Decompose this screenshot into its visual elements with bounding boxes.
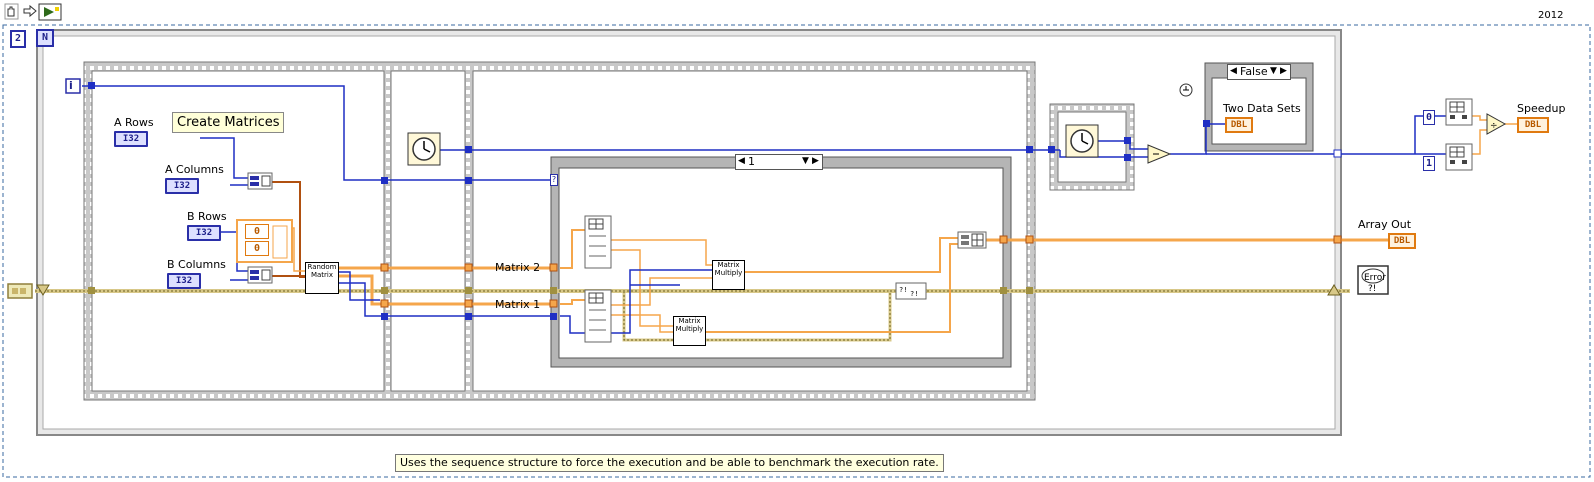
case-selector-false[interactable]: ◀ False ▼ ▶ [1227,64,1291,80]
index0-constant[interactable]: 0 [1423,110,1435,125]
index-array-icon-2[interactable] [1445,143,1473,171]
matrix2-label: Matrix 2 [495,261,541,274]
loop-count-constant[interactable]: 2 [10,30,26,48]
svg-text:Error: Error [1364,273,1386,283]
b-rows-control[interactable]: I32 [187,225,221,241]
index-array-icon-1[interactable] [1445,98,1473,126]
index-array-icon-3[interactable] [584,215,612,269]
tick-count-icon-2[interactable] [1065,124,1099,158]
b-columns-label: B Columns [167,258,226,271]
merge-errors-icon[interactable]: ?! ?! [895,282,927,300]
speedup-label: Speedup [1517,102,1566,115]
array-out-label: Array Out [1358,218,1412,231]
two-data-sets-label: Two Data Sets [1223,102,1301,115]
matrix-multiply-subvi-1[interactable]: Matrix Multiply [712,260,745,290]
run-highlight-icon[interactable] [38,3,62,21]
error-indicator-icon[interactable]: Error ?! [1357,265,1389,295]
matrix1-label: Matrix 1 [495,298,541,311]
case-next-icon[interactable]: ▶ [812,156,819,166]
case-selector-1[interactable]: ◀ 1 ▼ ▶ [735,154,823,170]
index-array-icon-4[interactable] [584,289,612,343]
iteration-label: i [69,79,73,92]
case-structure-inner [558,167,1004,359]
matrix-multiply-subvi-2[interactable]: Matrix Multiply [673,316,706,346]
chevron-down-icon[interactable]: ▼ [1270,66,1277,76]
case-false-prev-icon[interactable]: ◀ [1230,66,1237,76]
array-const-bottom[interactable]: 0 [245,241,269,256]
b-columns-control[interactable]: I32 [167,273,201,289]
matrix1-wire [337,274,555,306]
shift-register-left [36,284,50,296]
footer-note: Uses the sequence structure to force the… [395,454,944,472]
array-out-indicator[interactable]: DBL [1388,233,1416,249]
case-selector-value: 1 [748,155,755,168]
iteration-wire [82,85,555,181]
iteration-terminal [65,78,81,94]
svg-text:?!: ?! [899,286,907,294]
case-false-inner [1211,77,1307,145]
case-selector-terminal[interactable]: ? [550,174,558,186]
build-array-dims-b[interactable] [247,266,273,284]
svg-text:?!: ?! [1368,284,1376,294]
tunnels [88,82,1342,320]
elapsed-wire [1170,123,1225,155]
build-array-dims-a[interactable] [247,172,273,190]
diagram-border [2,24,1591,478]
speedup-indicator[interactable]: DBL [1517,117,1549,133]
random-matrix-subvi[interactable]: Random Matrix [305,262,339,294]
hand-icon[interactable] [4,3,19,20]
svg-text:÷: ÷ [1490,121,1498,131]
create-matrices-comment: Create Matrices [172,112,285,133]
chevron-down-icon[interactable]: ▼ [802,156,809,166]
divide-icon[interactable] [1486,113,1507,135]
error-in-terminal[interactable] [7,283,33,299]
array-const-top[interactable]: 0 [245,224,269,239]
b-rows-label: B Rows [187,210,227,223]
index1-constant[interactable]: 1 [1423,156,1435,171]
build-array-icon[interactable] [957,231,987,249]
a-rows-control[interactable]: I32 [114,131,148,147]
loop-count-terminal[interactable]: N [36,29,54,47]
a-rows-label: A Rows [114,116,154,129]
shift-register-right [1327,284,1341,296]
two-data-sets-indicator[interactable]: DBL [1225,117,1253,133]
arrow-icon[interactable] [23,4,37,18]
tick-count-icon-1[interactable] [407,132,441,166]
a-columns-control[interactable]: I32 [165,178,199,194]
sequence-frame-2 [390,70,466,392]
case-false-next-icon[interactable]: ▶ [1280,66,1287,76]
year-label: 2012 [1538,10,1564,21]
svg-text:?!: ?! [910,290,918,298]
a-columns-label: A Columns [165,163,224,176]
case-prev-icon[interactable]: ◀ [738,156,745,166]
case-false-value: False [1240,65,1268,78]
